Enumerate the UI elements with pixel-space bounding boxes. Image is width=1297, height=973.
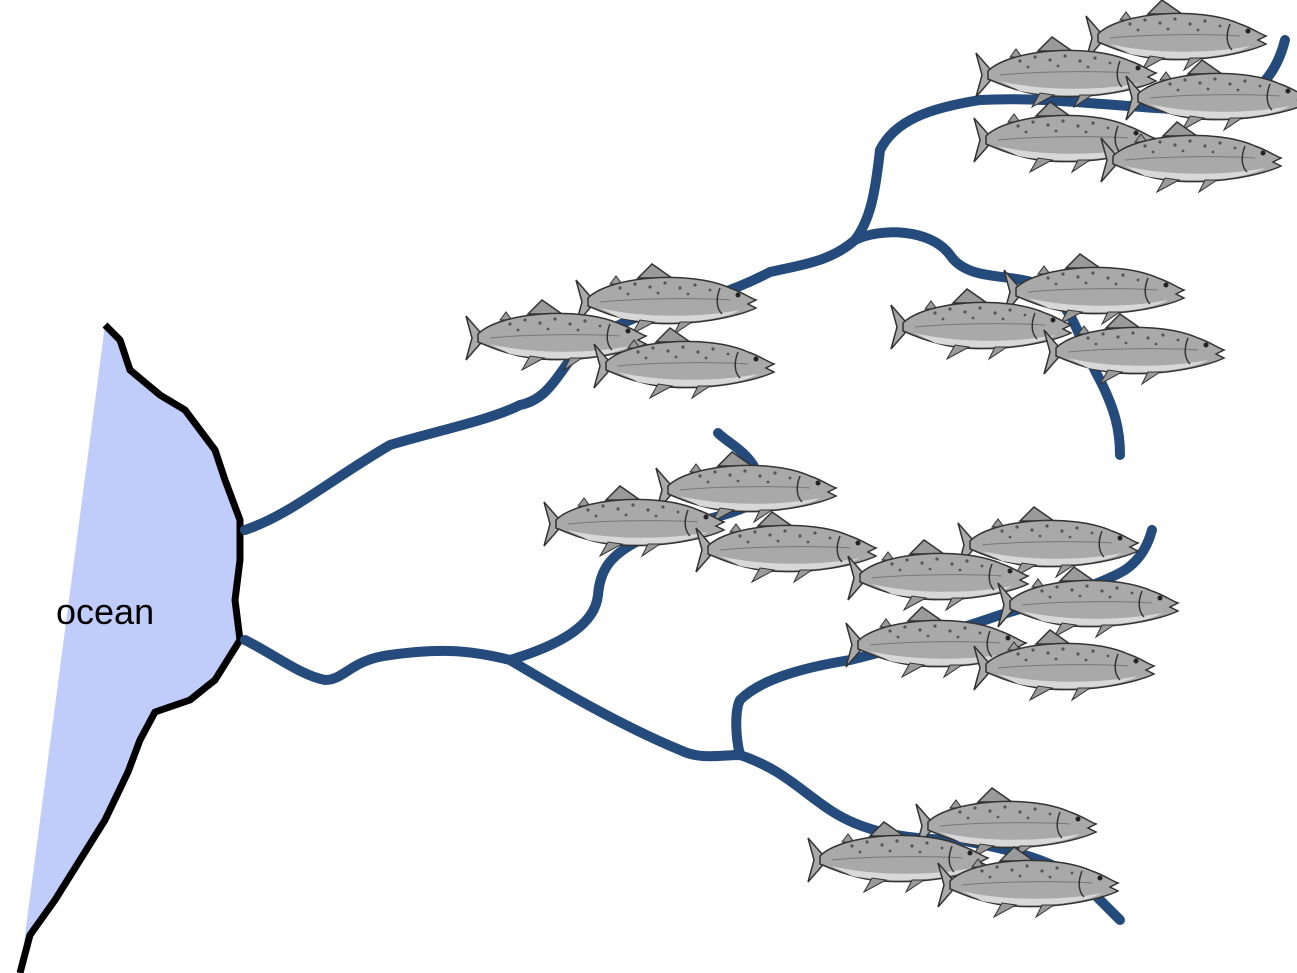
river-north-main	[240, 35, 1290, 535]
fish-group-south-middle	[845, 506, 1179, 701]
fish-group-north-lower	[465, 263, 775, 399]
ocean-area	[20, 325, 240, 973]
fish-group-north-middle	[890, 253, 1225, 385]
fish-group-south-upper	[543, 451, 877, 583]
ocean-label: ocean	[56, 591, 155, 632]
fish-group-south-lower	[807, 787, 1119, 918]
